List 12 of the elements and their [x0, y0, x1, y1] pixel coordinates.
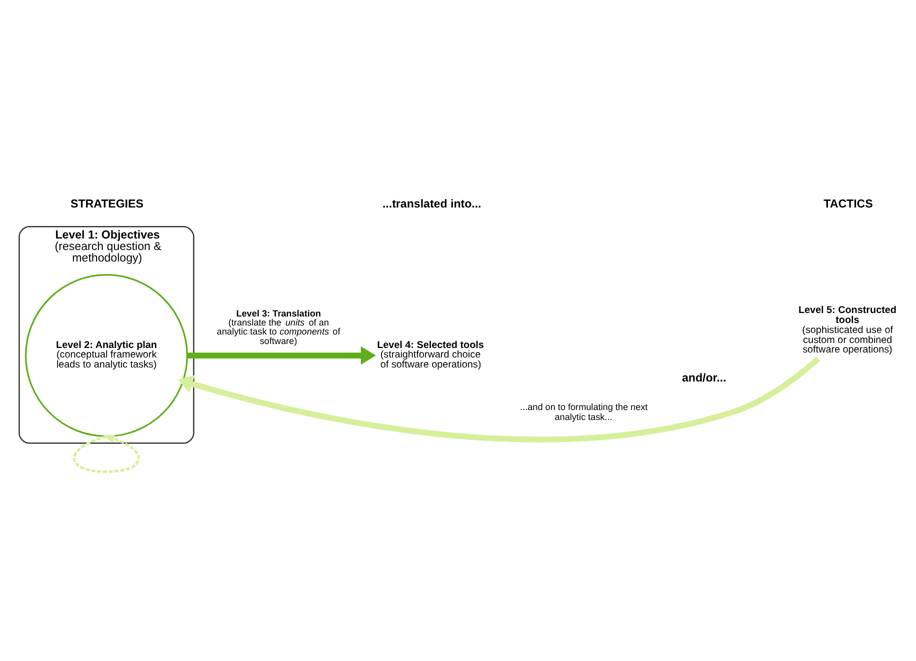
node-circle: Level 2: Analytic plan (conceptual framework leads to analytic tasks) — [24, 274, 188, 437]
arrow — [187, 346, 376, 364]
node-text: Level 5: Constructed tools (sophisticated use of custom or combined software operations) — [798, 304, 896, 356]
node-text: Level 4: Selected tools (straightforward choice of software operations) — [377, 339, 484, 370]
label: ...translated into... — [382, 198, 482, 210]
arrow — [178, 356, 820, 442]
edge-label: Level 3: Translation (translate the units of an analytic task to components of software) — [216, 308, 340, 346]
label: TACTICS — [824, 198, 873, 210]
label: and/or... — [682, 372, 726, 384]
label: STRATEGIES — [70, 198, 144, 210]
edge-label: ...and on to formulating the next analytic task... — [520, 401, 648, 422]
arrow — [73, 434, 140, 472]
